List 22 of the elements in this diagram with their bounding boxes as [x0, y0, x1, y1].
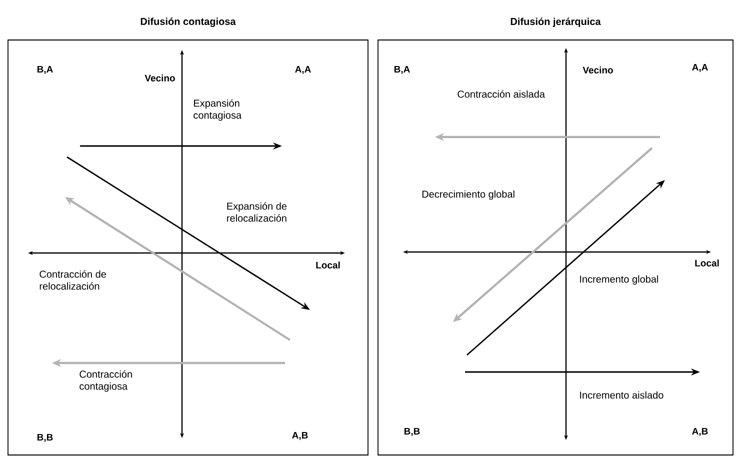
- process-label: Expansión contagiosa: [194, 99, 242, 121]
- quadrant-label: Vecino: [582, 66, 613, 74]
- quadrant-label: A,B: [692, 428, 708, 436]
- quadrant-label: B,A: [37, 66, 53, 74]
- node-label: Difusión contagiosa: [140, 18, 236, 28]
- quadrant-label: B,A: [394, 66, 410, 74]
- process-label: Contracción de relocalización: [40, 270, 106, 290]
- quadrant-label: Local: [695, 260, 719, 266]
- process-label: Contracción aislada: [458, 90, 545, 98]
- quadrant-label: A,B: [292, 432, 308, 440]
- process-label: Incremento aislado: [580, 391, 664, 399]
- quadrant-label: B,B: [404, 428, 420, 436]
- quadrant-label: A,A: [692, 64, 708, 72]
- node-label: Difusión jerárquica: [510, 18, 601, 28]
- process-label: Expansión de relocalización: [227, 202, 287, 222]
- process-label: Decrecimiento global: [422, 190, 514, 200]
- quadrant-label: B,B: [37, 434, 53, 442]
- process-label: Contracción contagiosa: [80, 370, 132, 392]
- process-label: Incremento global: [580, 275, 658, 285]
- quadrant-label: Local: [316, 262, 340, 268]
- quadrant-label: A,A: [295, 66, 311, 74]
- quadrant-label: Vecino: [144, 74, 175, 82]
